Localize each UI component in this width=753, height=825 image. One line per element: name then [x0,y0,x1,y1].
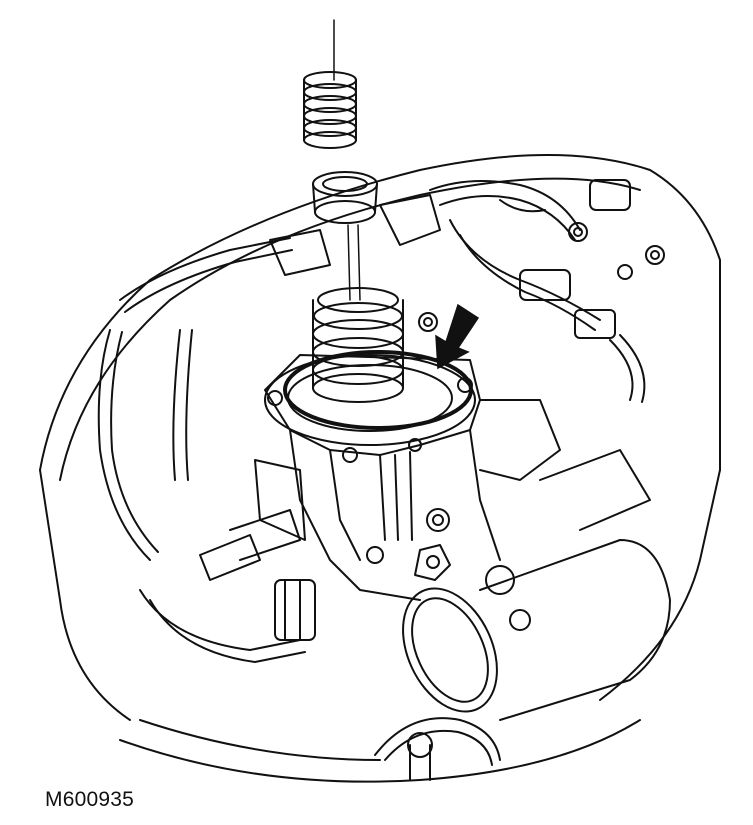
hose-fitting [199,509,316,641]
bottom-bolt [374,717,501,781]
assembly-axis-line [333,19,361,301]
fuel-lines [97,237,306,663]
lower-spring [312,287,404,403]
spring-seat [312,171,378,224]
wiring-harness [269,179,665,403]
figure-code-label: M600935 [45,788,134,811]
arrow-down-left-icon [435,303,480,370]
fuel-pump-body [254,354,561,601]
intake-pipe [402,449,671,721]
o-ring-seal [283,350,473,430]
top-spring [303,71,357,149]
front-bolts [366,312,451,581]
